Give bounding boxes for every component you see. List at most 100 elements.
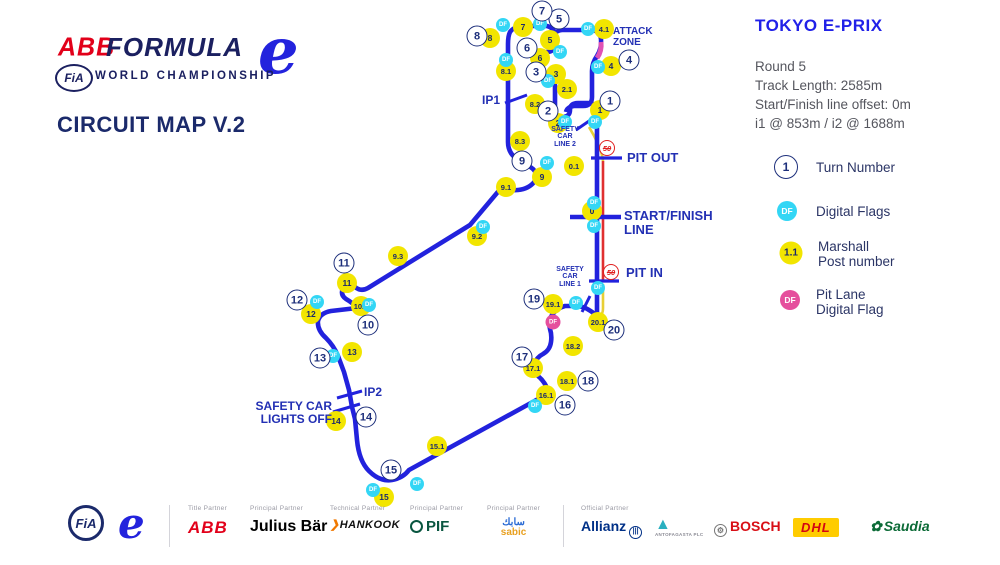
partner-antofagasta: ▲ANTOFAGASTA PLC [655, 505, 704, 538]
digital-flag-marker: DF [496, 18, 510, 32]
allianz-eagle-icon: ||| [629, 526, 643, 539]
marshall-post-2.1: 2.1 [557, 79, 577, 99]
marshall-post-4.1: 4.1 [594, 19, 614, 39]
map-label-safety-car-lights-off: SAFETY CAR LIGHTS OFF [255, 399, 332, 426]
safety-car-lights-off-tick [332, 402, 361, 414]
allianz-logo: Allianz||| [581, 518, 643, 539]
bosch-armature-icon: ⚙ [714, 524, 727, 537]
saudia-bird-icon: ✿ [870, 518, 882, 534]
legend-turn-number-label: Turn Number [816, 160, 896, 175]
map-label-pit-in: PIT IN [626, 265, 663, 280]
digital-flag-marker: DF [591, 60, 605, 74]
digital-flag-marker: DF [366, 483, 380, 497]
formula-wordmark: FORMULA [106, 32, 243, 62]
partner-group-label: Title Partner [188, 505, 228, 512]
antofagasta-wordmark: ANTOFAGASTA PLC [655, 532, 704, 537]
turn-marker-20: 20 [603, 319, 625, 341]
race-info-line-2: Start/Finish line offset: 0m [755, 97, 911, 112]
marshall-post-9.3: 9.3 [388, 246, 408, 266]
partner-hankook: Technical Partner ❯HANKOOK [330, 505, 400, 531]
digital-flag-marker: DF [476, 220, 490, 234]
abb-logo: ABB [188, 518, 228, 537]
marshall-post-18.2: 18.2 [563, 336, 583, 356]
map-label-attack-zone: ATTACK ZONE [613, 26, 653, 48]
marshall-post-14: 14 [326, 411, 346, 431]
digital-flag-marker: DF [528, 399, 542, 413]
partner-group-label: Principal Partner [410, 505, 464, 512]
marshall-post-9: 9 [532, 167, 552, 187]
bosch-logo: ⚙BOSCH [714, 518, 781, 537]
legend-pit-lane-digital-flag-label: Pit Lane Digital Flag [816, 287, 884, 317]
map-label-safety-car-line-1: SAFETY CAR LINE 1 [556, 266, 584, 288]
marshall-post-18.1: 18.1 [557, 371, 577, 391]
turn-marker-10: 10 [357, 314, 379, 336]
digital-flag-marker: DF [310, 295, 324, 309]
julius-baer-logo: Julius Bär [250, 518, 328, 535]
hankook-wing-icon: ❯ [330, 519, 340, 531]
ip2-tick [336, 389, 363, 400]
turn-marker-17: 17 [511, 346, 533, 368]
partner-group-label: Technical Partner [330, 505, 386, 512]
map-label-ip2: IP2 [364, 385, 383, 399]
turn-marker-14: 14 [355, 406, 377, 428]
digital-flag-marker: DF [569, 296, 583, 310]
partner-saudia: ✿Saudia [870, 505, 930, 535]
turn-marker-15: 15 [380, 459, 402, 481]
turn-marker-11: 11 [333, 252, 355, 274]
legend-turn-number-icon: 1 [774, 155, 798, 179]
digital-flag-marker: DF [553, 45, 567, 59]
abb-logo: ABB [58, 32, 116, 62]
marshall-post-9.1: 9.1 [496, 177, 516, 197]
partner-group-label: Principal Partner [250, 505, 304, 512]
fia-logo: FiA [68, 505, 110, 545]
map-label-pit-out: PIT OUT [627, 150, 679, 165]
digital-flag-marker: DF [591, 281, 605, 295]
formula-e-footer-icon: e [118, 499, 145, 548]
race-info-line-0: Round 5 [755, 59, 807, 74]
digital-flag-marker: DF [540, 156, 554, 170]
partner-dhl: DHL [793, 505, 839, 537]
turn-marker-4: 4 [618, 49, 640, 71]
footer-divider [563, 505, 564, 547]
turn-marker-9: 9 [511, 150, 533, 172]
fia-emblem-icon: FiA [68, 505, 104, 541]
digital-flag-marker: DF [558, 115, 572, 129]
dhl-logo: DHL [793, 518, 839, 537]
partner-group-spacer [793, 505, 839, 512]
sabic-arabic-wordmark: سابك [502, 517, 525, 528]
hankook-logo: ❯HANKOOK [330, 519, 401, 531]
digital-flag-marker: DF [581, 22, 595, 36]
race-info-line-3: i1 @ 853m / i2 @ 1688m [755, 116, 905, 131]
marshall-post-8.3: 8.3 [510, 131, 530, 151]
race-info-line-1: Track Length: 2585m [755, 78, 883, 93]
partner-group-spacer [714, 505, 781, 512]
legend-pit-lane-digital-flag-icon: DF [780, 290, 800, 310]
antofagasta-logo: ▲ANTOFAGASTA PLC [655, 517, 704, 538]
marshall-post-0.1: 0.1 [564, 156, 584, 176]
turn-marker-3: 3 [525, 61, 547, 83]
marshall-post-12: 12 [301, 304, 321, 324]
turn-marker-19: 19 [523, 288, 545, 310]
digital-flag-marker: DF [587, 196, 601, 210]
marshall-post-19.1: 19.1 [543, 294, 563, 314]
turn-marker-1: 1 [599, 90, 621, 112]
marshall-post-11: 11 [337, 273, 357, 293]
page-title: CIRCUIT MAP V.2 [57, 112, 246, 137]
pit-speed-limit-sign: 50 [603, 264, 619, 280]
partner-group-spacer [870, 505, 930, 512]
pit-speed-limit-sign: 50 [599, 140, 615, 156]
digital-flag-marker: DF [587, 219, 601, 233]
map-label-ip1: IP1 [481, 93, 500, 107]
turn-marker-7: 7 [531, 0, 553, 22]
legend-marshall-post-icon: 1.1 [779, 241, 803, 265]
marshall-post-16.1: 16.1 [536, 385, 556, 405]
fia-badge-icon: FiA [55, 64, 93, 92]
digital-flag-marker: DF [362, 298, 376, 312]
turn-marker-6: 6 [516, 37, 538, 59]
